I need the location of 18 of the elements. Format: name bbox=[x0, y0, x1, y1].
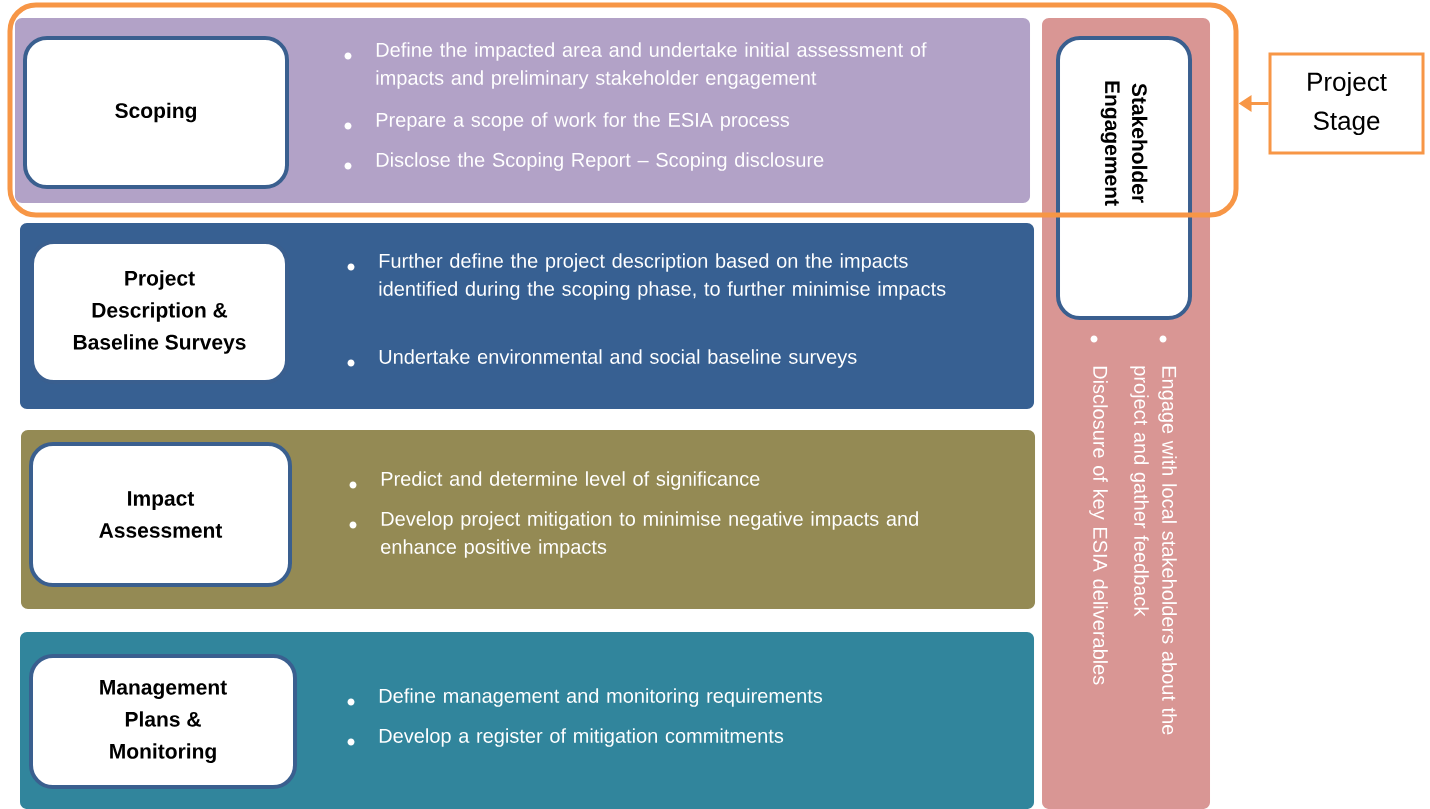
highlight-outline bbox=[7, 2, 1239, 218]
bullet-item: Develop a register of mitigation commitments bbox=[347, 728, 784, 747]
bullet-item: Further define the project description based on the impacts identified during the scoping phase, to further minimise impacts bbox=[347, 253, 946, 300]
stage-box: Impact Assessment bbox=[29, 442, 292, 587]
bullet-item: Define the impacted area and undertake initial assessment of impacts and preliminary stakeholder engagement bbox=[344, 42, 927, 89]
stage-box: Stakeholder Engagement bbox=[1056, 36, 1192, 320]
stage-box: Scoping bbox=[23, 36, 289, 189]
bullet-item: Prepare a scope of work for the ESIA process bbox=[344, 112, 790, 131]
bullet-item: Develop project mitigation to minimise negative impacts and enhance positive impacts bbox=[349, 511, 918, 558]
bullet-item: Undertake environmental and social baseline surveys bbox=[347, 349, 857, 368]
bullet-item: Disclose the Scoping Report – Scoping disclosure bbox=[344, 152, 824, 171]
stage-box: Management Plans & Monitoring bbox=[29, 654, 297, 789]
stage-box: Project Description & Baseline Surveys bbox=[30, 240, 289, 384]
bullet-item: Predict and determine level of significance bbox=[349, 471, 760, 490]
bullet-item: Engage with local stakeholders about the project and gather feedback bbox=[1130, 335, 1177, 735]
bullet-item: Disclosure of key ESIA deliverables bbox=[1089, 335, 1108, 685]
callout-box: Project Stage bbox=[1268, 52, 1425, 155]
bullet-item: Define management and monitoring requirements bbox=[347, 688, 823, 707]
